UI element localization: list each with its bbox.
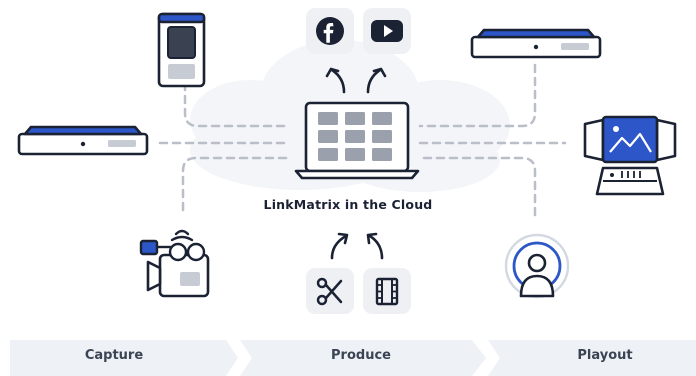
stage-label-playout: Playout — [577, 348, 633, 363]
film-tile — [363, 268, 411, 314]
diagram-title: LinkMatrix in the Cloud — [263, 197, 433, 212]
rack-server-icon — [470, 28, 602, 59]
film-icon — [375, 277, 399, 306]
stage-chevron-capture — [10, 340, 238, 376]
input-arrows — [330, 232, 384, 260]
connector-lines — [158, 63, 567, 217]
tablet-encoder-icon — [157, 12, 206, 88]
person-broadcast-icon — [504, 233, 570, 299]
video-camera-icon — [139, 229, 210, 298]
scissors-tile — [306, 268, 354, 314]
stage-label-capture: Capture — [84, 348, 144, 363]
stage-label-produce: Produce — [331, 348, 391, 363]
stage-chevron-produce — [240, 340, 486, 376]
stage-chevron-playout — [488, 340, 696, 376]
output-arrows — [325, 67, 387, 94]
youtube-tile — [363, 8, 411, 54]
scissors-icon — [316, 277, 343, 306]
stage-bar — [10, 340, 696, 376]
facebook-tile — [306, 8, 354, 54]
rack-server-icon — [17, 125, 149, 156]
monitor-console-icon — [583, 115, 677, 196]
laptop-grid-icon — [294, 101, 420, 180]
